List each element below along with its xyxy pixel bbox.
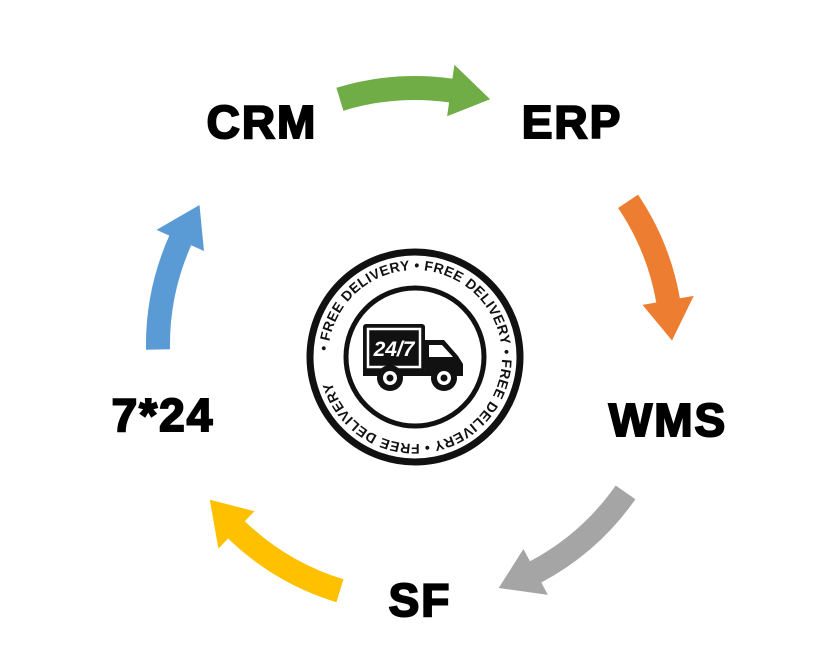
node-wms: WMS (608, 393, 728, 447)
truck-cargo-box (363, 324, 425, 372)
node-crm: CRM (206, 95, 318, 149)
node-7x24: 7*24 (111, 388, 215, 442)
arrow-crm-to-erp (336, 64, 491, 117)
delivery-truck-icon: 24/7 (363, 324, 463, 391)
free-delivery-badge: • FREE DELIVERY • FREE DELIVERY • FREE D… (306, 248, 524, 466)
truck-rear-wheel (377, 365, 403, 391)
arrow-724-to-crm (145, 205, 204, 350)
truck-front-wheel (431, 365, 457, 391)
truck-24-7-label: 24/7 (373, 338, 416, 361)
truck-chassis (363, 370, 463, 376)
node-erp: ERP (521, 95, 623, 149)
node-sf: SF (388, 573, 452, 627)
arrow-wms-to-sf (498, 485, 636, 595)
arrow-sf-to-724 (209, 499, 344, 603)
arrow-erp-to-wms (618, 194, 694, 341)
truck-window (429, 345, 453, 357)
